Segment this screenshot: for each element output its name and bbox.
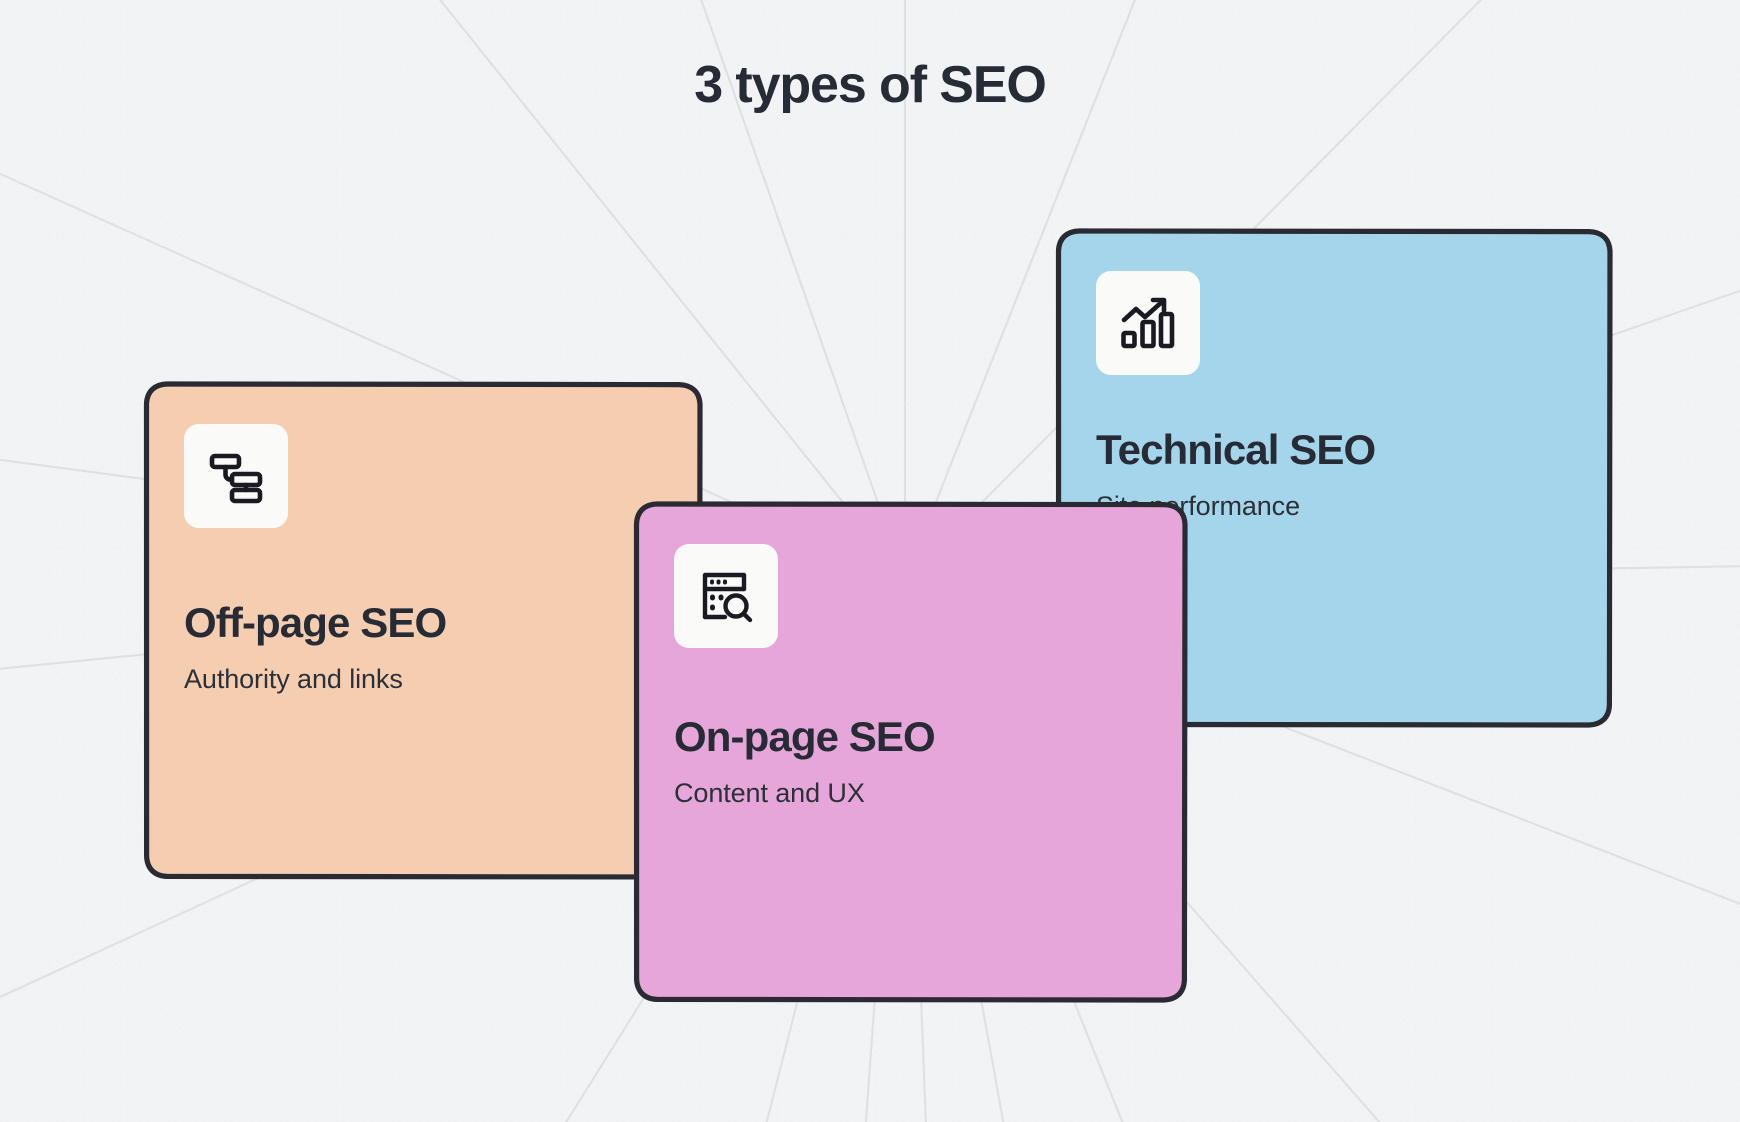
technical-seo-spacer: [1096, 375, 1572, 427]
page-title: 3 types of SEO: [694, 56, 1047, 114]
page-search-icon: [702, 572, 753, 623]
onpage-seo-icon-tile: [674, 544, 778, 648]
onpage-seo-spacer: [674, 648, 1147, 714]
technical-seo-icon-tile: [1096, 271, 1200, 375]
onpage-seo-title: On-page SEO: [674, 713, 936, 760]
card-offpage-seo[interactable]: Off-page SEO Authority and links: [140, 378, 706, 883]
bar-chart-trend-icon: [1121, 297, 1175, 349]
card-onpage-seo[interactable]: On-page SEO Content and UX: [630, 498, 1191, 1006]
offpage-seo-title: Off-page SEO: [184, 599, 447, 646]
technical-seo-title: Technical SEO: [1096, 426, 1376, 473]
offpage-seo-spacer: [184, 528, 662, 600]
offpage-seo-icon-tile: [184, 424, 288, 528]
sitemap-icon: [209, 453, 263, 504]
offpage-seo-subtitle: Authority and links: [184, 664, 403, 695]
onpage-seo-subtitle: Content and UX: [674, 778, 865, 809]
